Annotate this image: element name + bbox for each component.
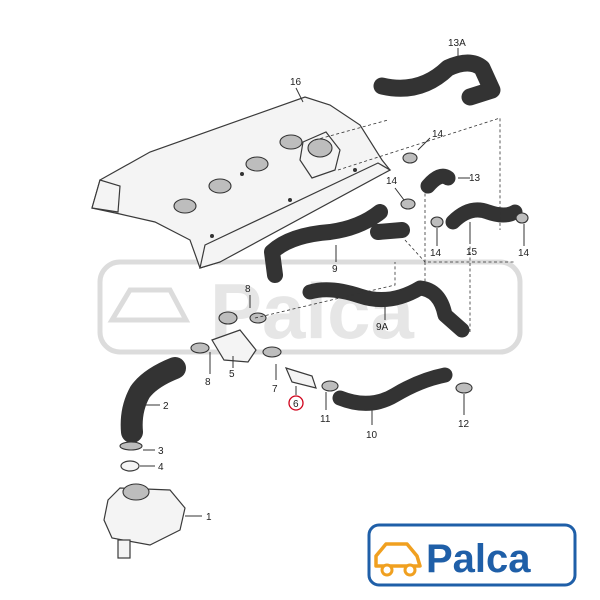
callout-3: 3	[158, 446, 164, 457]
clamps	[119, 152, 529, 472]
callout-14-top: 14	[432, 129, 444, 140]
logo-text: Palca	[426, 537, 531, 581]
callout-11: 11	[320, 414, 331, 425]
part-13a-hose	[373, 54, 501, 106]
watermark-frame	[97, 259, 523, 355]
part-6-valve	[284, 367, 317, 389]
callout-16: 16	[290, 77, 302, 88]
part-2-elbow-hose	[120, 357, 186, 443]
part-16-cylinder-head-cover	[91, 96, 392, 269]
callout-labels: 13A 16 14 13 14 14 15 14 9 9A 8 8 5 7 6 …	[158, 38, 530, 523]
callout-1: 1	[206, 512, 212, 523]
part-9-hose	[264, 204, 410, 283]
car-icon	[374, 542, 422, 577]
callout-8-upper: 8	[245, 284, 251, 295]
callout-15: 15	[466, 247, 478, 258]
part-13-hose	[420, 168, 456, 194]
logo-frame	[367, 523, 577, 587]
callout-4: 4	[158, 462, 164, 473]
part-9a-hose	[302, 280, 470, 338]
callout-13: 13	[469, 173, 481, 184]
part-1-housing	[103, 483, 186, 559]
callout-6: 6	[293, 399, 299, 410]
callout-9: 9	[332, 264, 338, 275]
dashed-connectors	[254, 117, 515, 332]
callout-9a: 9A	[376, 322, 389, 333]
callout-13a: 13A	[448, 38, 466, 49]
callout-6-highlight-circle	[288, 395, 304, 411]
part-15-hose	[445, 202, 523, 230]
part-10-hose	[332, 367, 453, 411]
leader-lines	[140, 48, 525, 517]
callout-2: 2	[163, 401, 169, 412]
callout-14-left: 14	[386, 176, 398, 187]
watermark: Palca	[97, 259, 523, 355]
callout-7: 7	[272, 384, 278, 395]
callout-14-right: 14	[518, 248, 530, 259]
callout-12: 12	[458, 419, 470, 430]
callout-14-middle: 14	[430, 248, 442, 259]
callout-5: 5	[229, 369, 235, 380]
palca-logo: Palca	[367, 523, 577, 587]
callout-10: 10	[366, 430, 378, 441]
watermark-car-icon	[107, 287, 191, 323]
callout-8-lower: 8	[205, 377, 211, 388]
part-5-t-piece	[211, 311, 257, 363]
